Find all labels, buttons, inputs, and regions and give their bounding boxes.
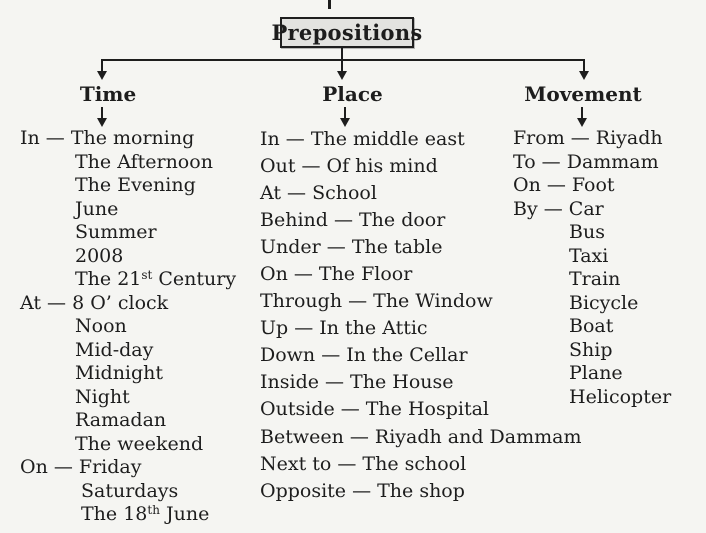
- down-arrow-icon: [576, 118, 587, 127]
- list-item: Inside — The House: [260, 371, 454, 394]
- list-item: Opposite — The shop: [260, 479, 465, 502]
- branch-line-time: [101, 60, 103, 72]
- list-item: Up — In the Attic: [260, 317, 428, 340]
- list-item: The Evening: [75, 174, 196, 196]
- list-item: The 18th June: [81, 503, 210, 525]
- list-item: Boat: [569, 315, 614, 337]
- list-item: Train: [569, 268, 621, 290]
- list-item: The Afternoon: [75, 150, 213, 173]
- list-item: At — 8 O’ clock: [20, 291, 169, 314]
- list-item: Noon: [75, 315, 127, 337]
- branch-heading-movement: Movement: [524, 82, 642, 106]
- list-item: From — Riyadh: [513, 127, 663, 149]
- branch-line-movement: [583, 60, 585, 72]
- list-item: On — Foot: [513, 174, 615, 196]
- list-item: June: [75, 197, 119, 220]
- movement-list: From — Riyadh To — Dammam On — Foot By —…: [513, 127, 703, 409]
- list-item: Ship: [569, 338, 613, 361]
- list-item: In — The morning: [20, 127, 195, 149]
- list-item: On — The Floor: [260, 263, 413, 286]
- heading-line-place: [344, 107, 346, 119]
- list-item: Helicopter: [569, 385, 672, 408]
- heading-line-movement: [581, 107, 583, 119]
- list-item: Under — The table: [260, 236, 443, 259]
- list-item: The 21st Century: [75, 268, 237, 290]
- list-item: Between — Riyadh and Dammam: [260, 425, 582, 448]
- down-arrow-icon: [96, 71, 107, 80]
- connector-horizontal: [101, 59, 585, 61]
- list-item: On — Friday: [20, 456, 142, 478]
- list-item: Night: [75, 385, 130, 408]
- heading-line-time: [101, 107, 103, 119]
- title-box: Prepositions: [271, 17, 422, 48]
- list-item: The weekend: [75, 432, 204, 455]
- list-item: Outside — The Hospital: [260, 398, 489, 421]
- list-item: Down — In the Cellar: [260, 344, 468, 367]
- down-arrow-icon: [339, 118, 350, 127]
- list-item: At — School: [260, 182, 377, 205]
- branch-line-place: [341, 60, 343, 72]
- list-item: Midnight: [75, 362, 164, 384]
- place-list: In — The middle east Out — Of his mind A…: [260, 126, 582, 505]
- list-item: Out — Of his mind: [260, 155, 438, 178]
- list-item: In — The middle east: [260, 128, 465, 150]
- branch-heading-place: Place: [322, 82, 383, 106]
- down-arrow-icon: [578, 71, 589, 80]
- down-arrow-icon: [336, 71, 347, 80]
- list-item: Plane: [569, 362, 623, 384]
- down-arrow-icon: [96, 118, 107, 127]
- list-item: Next to — The school: [260, 452, 467, 475]
- list-item: To — Dammam: [513, 150, 659, 173]
- list-item: 2008: [75, 244, 124, 267]
- list-item: Ramadan: [75, 409, 167, 431]
- list-item: Bus: [569, 221, 605, 243]
- top-tick-mark: [328, 0, 331, 9]
- list-item: Through — The Window: [260, 290, 493, 313]
- list-item: Behind — The door: [260, 209, 446, 232]
- list-item: Saturdays: [81, 479, 179, 502]
- page-title: Prepositions: [271, 20, 423, 45]
- list-item: By — Car: [513, 197, 604, 220]
- connector-root-vertical: [341, 47, 343, 60]
- list-item: Mid-day: [75, 338, 154, 361]
- time-list: In — The morning The Afternoon The Eveni…: [20, 127, 270, 527]
- list-item: Summer: [75, 221, 157, 243]
- branch-heading-time: Time: [79, 82, 137, 106]
- list-item: Taxi: [569, 244, 609, 267]
- list-item: Bicycle: [569, 291, 639, 314]
